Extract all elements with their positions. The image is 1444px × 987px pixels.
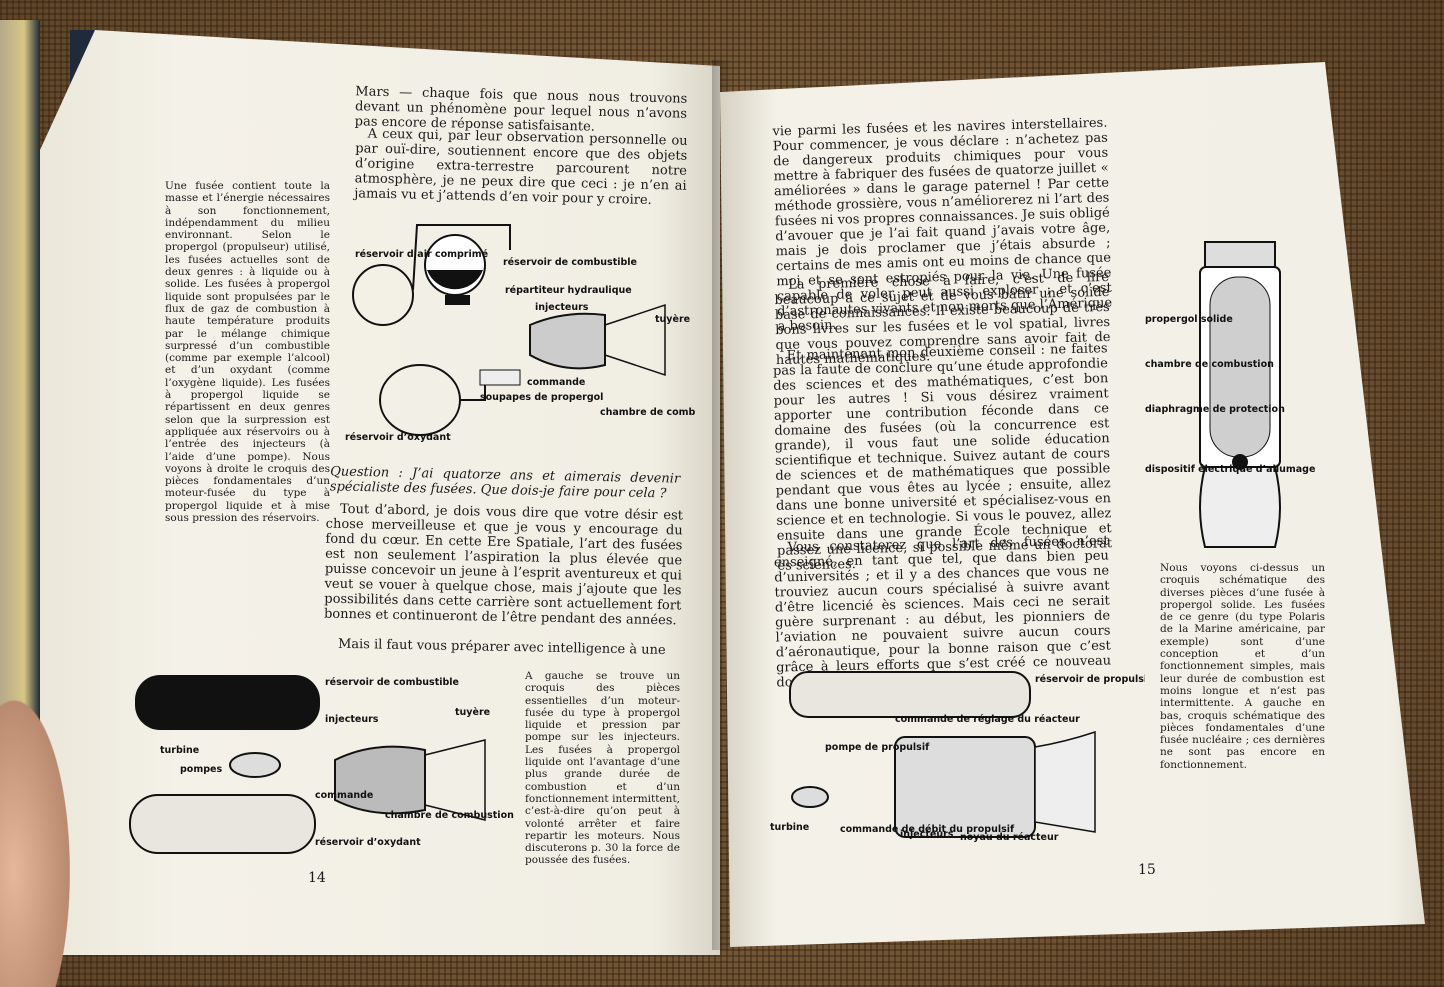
diag1-oxid-label: réservoir d’oxydant (345, 432, 451, 443)
diag4-core-label: noyau du réacteur (960, 832, 1059, 843)
right-side-caption: Nous voyons ci-dessus un croquis schémat… (1160, 562, 1325, 771)
diag4-flow-label: commande de débit du propulsif (840, 824, 1015, 835)
left-page: Une fusée contient toute la masse et l’é… (40, 30, 720, 955)
liquid-pump-rocket-diagram: réservoir de combustible injecteurs tuyè… (129, 675, 514, 854)
solid-rocket-diagram: propergol solide chambre de combustion d… (1145, 241, 1315, 548)
diag1-cmd-label: commande (527, 377, 585, 388)
diag2-inj-label: injecteurs (325, 714, 379, 725)
liquid-pressure-rocket-diagram: réservoir d’air comprimé réservoir de co… (345, 224, 695, 443)
diag1-hydro-label: répartiteur hydraulique (505, 285, 632, 296)
diag4-pump-label: pompe de propulsif (825, 742, 930, 753)
diag4-tank-label: réservoir de propulsif (1035, 674, 1145, 685)
left-page-number: 14 (308, 870, 326, 886)
left-sidebar-text: Une fusée contient toute la masse et l’é… (165, 180, 330, 525)
right-page: vie parmi les fusées et les navires inte… (720, 62, 1425, 947)
diag3-solid-label: propergol solide (1145, 314, 1233, 325)
diag1-air-label: réservoir d’air comprimé (355, 249, 488, 260)
diag1-valves-label: soupapes de propergol (480, 392, 603, 403)
diag2-cmd-label: commande (315, 790, 373, 801)
diag1-inj-label: injecteurs (535, 302, 589, 313)
left-question: Question : J’ai quatorze ans et aimerais… (329, 464, 681, 502)
diag2-chamber-label: chambre de combustion (385, 810, 514, 821)
diag2-oxid-label: réservoir d’oxydant (315, 837, 421, 848)
svg-text:réservoir d’air comprimé: réservoir d’air comprimé (355, 249, 488, 260)
diag2-turbine-label: turbine (160, 745, 199, 756)
left-bottom-caption: A gauche se trouve un croquis des pièces… (525, 670, 680, 867)
diag3-chamber-label: chambre de combustion (1145, 359, 1274, 370)
diag3-diaph-label: diaphragme de protection (1145, 404, 1285, 415)
hand-holding-book (0, 700, 70, 987)
diag1-nozzle-label: tuyère (655, 314, 690, 325)
diag2-fuel-label: réservoir de combustible (325, 677, 459, 688)
left-para-3: Tout d’abord, je dois vous dire que votr… (323, 501, 684, 629)
diag3-ign-label: dispositif électrique d’allumage (1145, 464, 1315, 475)
diag2-pumps-label: pompes (180, 764, 222, 775)
right-page-number: 15 (1138, 862, 1156, 878)
nuclear-rocket-diagram: réservoir de propulsif commande de régla… (770, 671, 1145, 843)
diag4-turbine-label: turbine (770, 822, 809, 833)
left-para-2: A ceux qui, par leur observation personn… (354, 126, 688, 208)
diag4-ctrl-label: commande de réglage du réacteur (895, 714, 1080, 725)
diag4-inj-label: injecteurs (900, 829, 954, 840)
diag1-chamber-label: chambre de combustion (600, 407, 695, 418)
diag2-nozzle-label: tuyère (455, 707, 490, 718)
diag1-fuel-label: réservoir de combustible (503, 257, 637, 268)
left-para-4: Mais il faut vous préparer avec intellig… (337, 636, 666, 658)
